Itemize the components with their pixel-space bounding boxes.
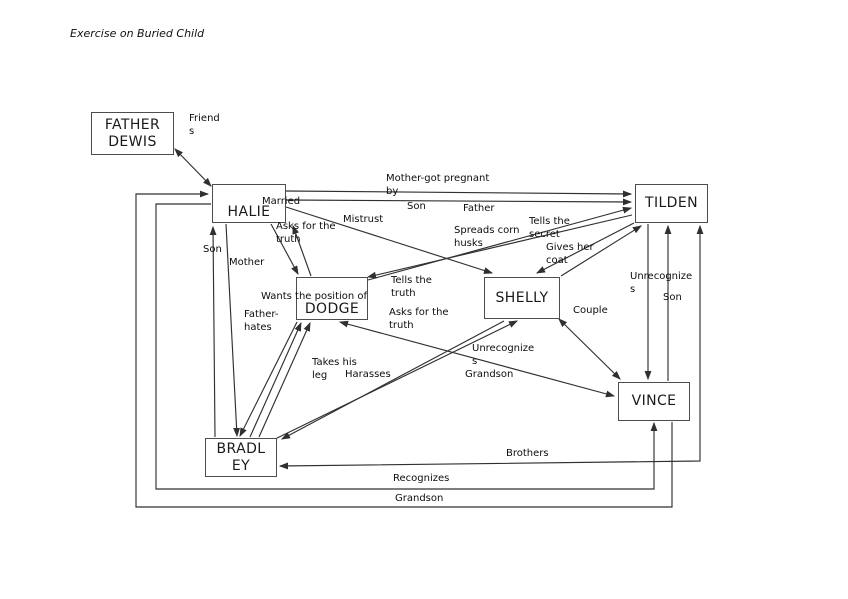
label-grandson-mid: Grandson (465, 369, 514, 380)
label-grandson-bottom: Grandson (395, 493, 444, 504)
label-wants-the-position-of: Wants the position of (261, 291, 368, 302)
label-father: Father (463, 203, 495, 214)
node-shelly: SHELLY (484, 277, 560, 319)
label-spreads-corn-husks: Spreads corn husks (454, 225, 520, 249)
label-recognizes: Recognizes (393, 473, 450, 484)
label-asks-truth-halie: Asks for the truth (276, 221, 336, 245)
label-harasses: Harasses (345, 369, 391, 380)
label-takes-his-leg: Takes his leg (312, 357, 357, 381)
label-father-hates: Father- hates (244, 309, 279, 333)
label-unrecognizes-right: Unrecognize s (630, 271, 693, 295)
node-dodge: DODGE (296, 277, 368, 320)
edge-father-hates (239, 321, 298, 438)
label-mother-got-pregnant-by: Mother-got pregnant by (386, 173, 490, 197)
node-father-dewis: FATHER DEWIS (91, 112, 174, 155)
edge-friends (174, 148, 212, 187)
edge-takes-his-leg-2 (258, 321, 311, 438)
label-tells-the-truth: Tells the truth (391, 275, 432, 299)
edge-grandson (135, 190, 673, 508)
label-brothers: Brothers (506, 448, 549, 459)
node-bradley: BRADL EY (205, 438, 277, 477)
edge-brothers (278, 224, 704, 470)
edge-recognizes (155, 203, 658, 490)
edge-son-halie-tilden (285, 198, 633, 206)
edge-couple (558, 318, 621, 380)
label-asks-truth-dodge: Asks for the truth (389, 307, 449, 331)
label-couple: Couple (573, 305, 608, 316)
label-son-left: Son (203, 244, 222, 255)
label-tells-the-secret: Tells the secret (529, 216, 570, 240)
edge-takes-his-leg-1 (249, 321, 302, 438)
label-married: Married (262, 196, 301, 207)
node-tilden: TILDEN (635, 184, 708, 223)
edge-mother-got-pregnant-by (285, 190, 633, 198)
edge-harasses (270, 320, 519, 442)
label-son-top: Son (407, 201, 426, 212)
label-friends: Friend s (189, 113, 220, 137)
label-mistrust: Mistrust (343, 214, 384, 225)
node-vince: VINCE (618, 382, 690, 421)
label-unrecognizes-mid: Unrecognize s (472, 343, 535, 367)
edge-son-bradley-halie (209, 225, 217, 438)
edge-mother (225, 223, 241, 438)
diagram-title: Exercise on Buried Child (70, 27, 205, 40)
label-gives-her-coat: Gives her coat (546, 242, 594, 266)
label-mother: Mother (229, 257, 265, 268)
label-son-right: Son (663, 292, 682, 303)
node-halie: HALIE (212, 184, 286, 223)
